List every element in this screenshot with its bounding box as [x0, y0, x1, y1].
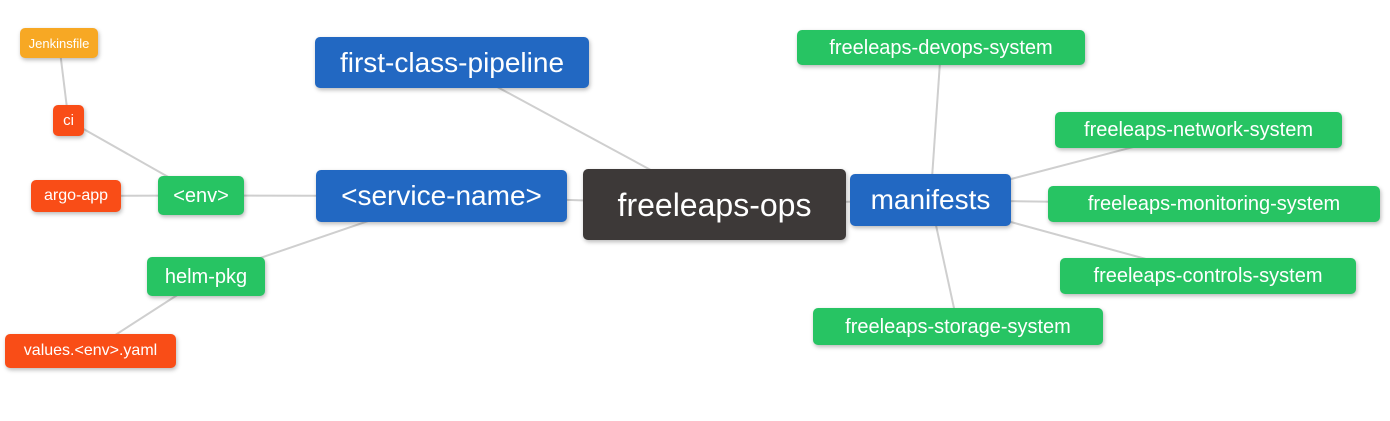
node-label: argo-app — [43, 187, 109, 204]
node-label: freeleaps-monitoring-system — [1087, 193, 1341, 215]
node-controls-system[interactable]: freeleaps-controls-system — [1060, 258, 1356, 294]
node-network-system[interactable]: freeleaps-network-system — [1055, 112, 1342, 148]
node-helm-pkg[interactable]: helm-pkg — [147, 257, 265, 296]
node-label: manifests — [870, 184, 991, 215]
node-jenkinsfile[interactable]: Jenkinsfile — [20, 28, 98, 58]
node-values-env-yaml[interactable]: values.<env>.yaml — [5, 334, 176, 368]
node-manifests[interactable]: manifests — [850, 174, 1011, 226]
node-label: freeleaps-devops-system — [829, 36, 1053, 59]
node-storage-system[interactable]: freeleaps-storage-system — [813, 308, 1103, 345]
node-argo-app[interactable]: argo-app — [31, 180, 121, 212]
node-env[interactable]: <env> — [158, 176, 244, 215]
node-label: helm-pkg — [164, 265, 248, 288]
node-ci[interactable]: ci — [53, 105, 84, 136]
node-devops-system[interactable]: freeleaps-devops-system — [797, 30, 1085, 65]
node-label: ci — [63, 112, 74, 129]
node-freeleaps-ops[interactable]: freeleaps-ops — [583, 169, 846, 240]
node-label: freeleaps-storage-system — [845, 315, 1071, 338]
node-label: <env> — [173, 184, 229, 207]
node-label: first-class-pipeline — [339, 46, 565, 78]
node-label: freeleaps-network-system — [1084, 119, 1313, 141]
node-service-name[interactable]: <service-name> — [316, 170, 567, 222]
node-label: freeleaps-controls-system — [1093, 265, 1323, 287]
node-label: <service-name> — [341, 180, 542, 211]
node-label: Jenkinsfile — [28, 35, 90, 51]
node-monitoring-system[interactable]: freeleaps-monitoring-system — [1048, 186, 1380, 222]
node-first-class-pipeline[interactable]: first-class-pipeline — [315, 37, 589, 88]
node-label: values.<env>.yaml — [23, 342, 158, 359]
node-label: freeleaps-ops — [617, 186, 812, 223]
